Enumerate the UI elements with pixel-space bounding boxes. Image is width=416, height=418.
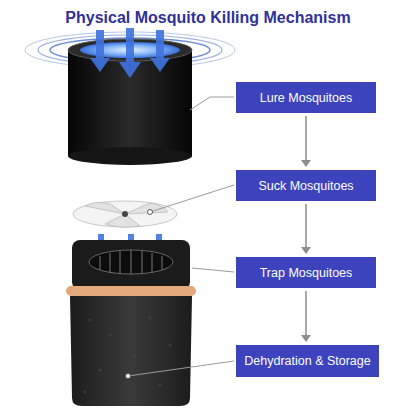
step-label: Trap Mosquitoes [260,266,353,280]
flow-arrow [301,291,311,342]
trap-basket [131,250,132,274]
flow-arrow [301,116,311,167]
storage-base [99,369,102,372]
trap-basket [110,253,111,273]
trap-basket [72,240,190,290]
storage-base [84,391,87,394]
step-label: Dehydration & Storage [244,354,370,368]
flow-arrow [305,116,307,160]
trap-basket [72,240,190,290]
leader-dots [126,374,131,379]
step-box: Lure Mosquitoes [236,82,376,113]
flow-arrow [305,291,307,335]
step-label: Suck Mosquitoes [258,179,353,193]
trap-basket [152,253,153,273]
trap-basket [89,250,173,274]
flow-arrow [305,204,307,247]
fan [122,211,128,217]
flow-arrow [301,204,311,254]
orange-ring [66,286,196,296]
leader-dots [126,210,153,379]
leader-lines [128,361,234,376]
flow-arrow [301,160,311,167]
leader-dots [148,210,153,215]
storage-base [89,319,92,322]
trap-basket [100,256,101,270]
lure-arrows [150,30,170,72]
leader-lines [150,185,234,212]
storage-base [134,354,137,357]
storage-base [70,296,192,406]
lure-arrows [90,30,110,72]
step-box: Trap Mosquitoes [236,257,376,288]
leader-lines [190,97,234,110]
leader-lines [192,268,234,272]
storage-base [169,344,172,347]
trap-basket [100,250,162,274]
lure-arrows [90,28,170,78]
storage-base [70,296,192,406]
trap-basket [142,251,143,274]
trap-basket [162,256,163,270]
step-label: Lure Mosquitoes [260,91,352,105]
step-box: Suck Mosquitoes [236,170,376,201]
storage-base [84,317,172,394]
trap-basket [120,251,121,274]
storage-base [149,317,152,320]
storage-base [159,384,162,387]
fan [105,214,140,227]
flow-arrow [301,247,311,254]
fan [85,202,125,214]
lure-arrows [119,28,141,78]
step-box: Dehydration & Storage [236,345,379,377]
fan [73,201,177,227]
fan [73,201,177,227]
flow-arrow [301,335,311,342]
diagram-title: Physical Mosquito Killing Mechanism [0,9,416,27]
leader-lines [128,97,234,376]
storage-base [109,334,112,337]
top-cylinder [68,147,192,165]
